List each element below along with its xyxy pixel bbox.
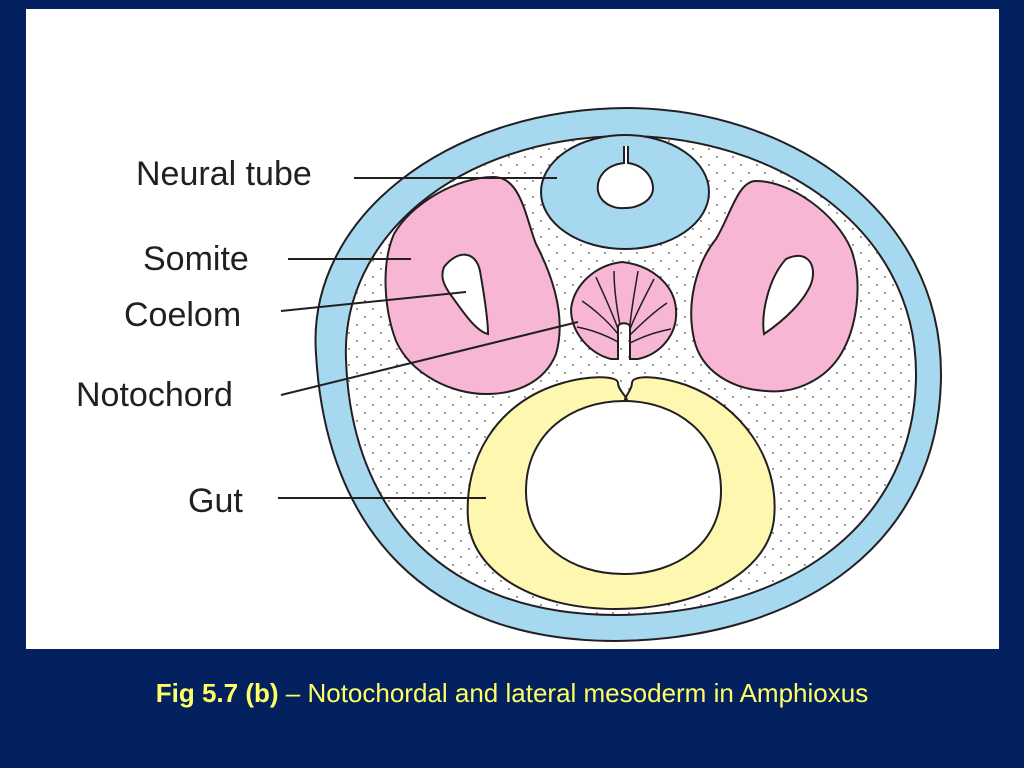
- gut-lumen: [524, 399, 723, 576]
- neural-canal: [596, 146, 655, 210]
- label-notochord: Notochord: [76, 376, 233, 414]
- caption-dash: –: [278, 678, 308, 708]
- label-somite: Somite: [143, 240, 249, 278]
- coelom-left: [441, 253, 490, 336]
- label-coelom: Coelom: [124, 296, 241, 334]
- caption-text: Notochordal and lateral mesoderm in Amph…: [307, 678, 869, 708]
- label-gut: Gut: [188, 482, 243, 520]
- figure-caption: Fig 5.7 (b) – Notochordal and lateral me…: [0, 678, 1024, 709]
- notochord-leader: [280, 321, 579, 396]
- coelom-right: [762, 254, 814, 336]
- label-neural-tube: Neural tube: [136, 155, 312, 193]
- figure-number: Fig 5.7 (b): [155, 678, 279, 708]
- figure-panel: Neural tube Somite Coelom Notochord Gut: [26, 9, 999, 649]
- coelom-leader: [280, 291, 467, 312]
- leader-lines: [278, 177, 579, 499]
- amphioxus-cross-section-diagram: Neural tube Somite Coelom Notochord Gut: [76, 106, 943, 643]
- notochord-striations: [576, 270, 672, 344]
